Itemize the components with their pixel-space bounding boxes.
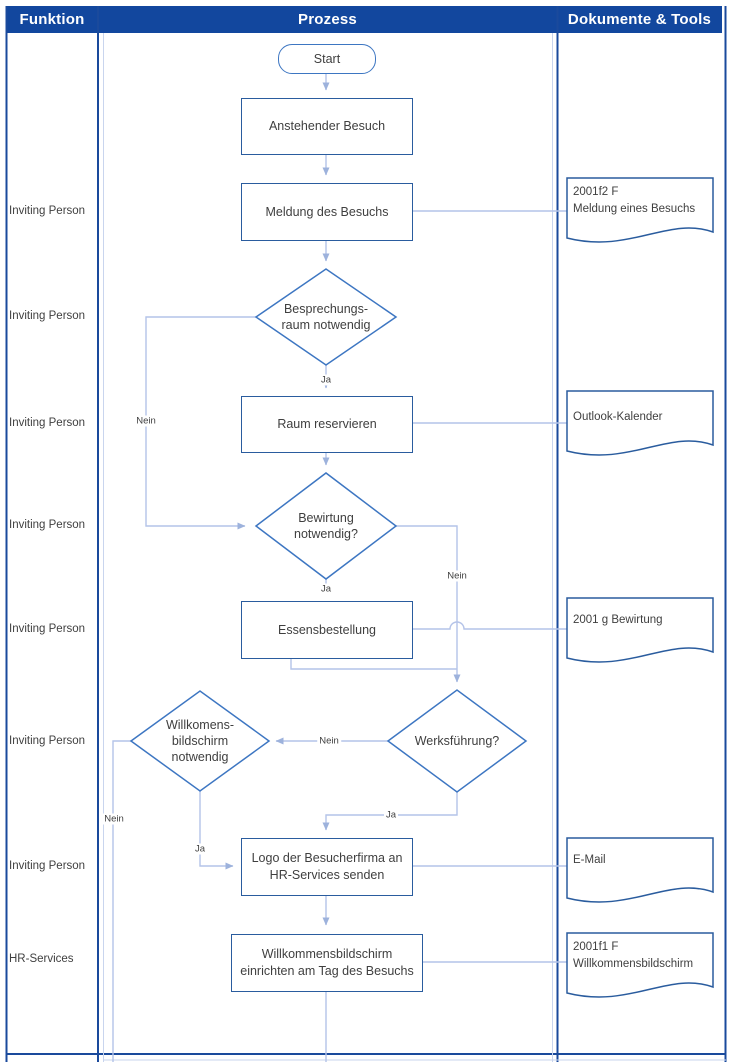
lane-borders [5,6,727,1062]
document-email-shape [566,837,714,903]
edge-label-ja-bewirtung: Ja [318,583,334,595]
edge-label-ja-werksfuehrung: Ja [383,809,399,821]
lane-inner-gridlines [103,33,726,1062]
decision-willkommensbildschirm-shape [129,690,271,792]
lane-label-row4: Inviting Person [9,519,86,531]
step-logo-besucherfirma: Logo der Besucherfirma an HR-Services se… [241,838,413,896]
header-prozess: Prozess [298,11,357,28]
edge-label-nein-besprechungsraum: Nein [134,415,158,427]
conn-s4-to-doc3 [411,621,567,630]
step-anstehender-besuch: Anstehender Besuch [241,98,413,155]
lane-label-row1: Inviting Person [9,205,86,217]
conn-d4-nein-down [112,740,131,1062]
document-email-label: E-Mail [573,854,606,866]
header-dokumente-tools: Dokumente & Tools [567,11,712,28]
conn-s4-merge [290,657,457,670]
document-bewirtung-shape [566,597,714,663]
decision-werksfuehrung-shape [386,689,528,793]
start-node: Start [278,44,376,74]
header-band [6,6,722,33]
edge-label-ja-besprechungsraum: Ja [318,374,334,386]
conn-d2-nein-to-d3 [396,525,461,683]
lane-label-row6: Inviting Person [9,735,86,747]
edge-label-nein-willkommensbildschirm: Nein [102,813,126,825]
edge-label-nein-werksfuehrung: Nein [317,735,341,747]
document-meldung-label: 2001f2 F Meldung eines Besuchs [573,186,696,215]
decision-willkommensbildschirm-label: Willkomens- bildschirm notwendig [165,718,235,764]
decision-besprechungsraum-label: Besprechungs- raum notwendig [281,302,371,332]
step-willkommensbildschirm-einrichten: Willkommensbildschirm einrichten am Tag … [231,934,423,992]
document-outlook-shape [566,390,714,456]
document-bewirtung-label: 2001 g Bewirtung [573,614,663,626]
conn-d4-ja-to-s5 [199,791,234,870]
edge-label-nein-bewirtung: Nein [445,570,469,582]
document-willkommensbildschirm-shape [566,932,714,998]
step-meldung-des-besuchs: Meldung des Besuchs [241,183,413,241]
edge-label-ja-willkommensbildschirm: Ja [192,843,208,855]
decision-bewirtung-label: Bewirtung notwendig? [294,511,358,541]
lane-label-row8: HR-Services [9,953,74,965]
decision-werksfuehrung-label: Werksführung? [414,734,500,748]
lane-label-row2: Inviting Person [9,310,86,322]
decision-bewirtung-shape [254,472,398,580]
decision-besprechungsraum-shape [254,268,398,366]
document-willkommensbildschirm-label: 2001f1 F Willkommensbildschirm [573,941,694,970]
document-meldung-shape [566,177,714,243]
lane-label-row5: Inviting Person [9,623,86,635]
lane-label-row3: Inviting Person [9,417,86,429]
document-outlook-label: Outlook-Kalender [573,411,663,423]
lane-label-row7: Inviting Person [9,860,86,872]
conn-d1-nein-to-d2 [145,316,256,530]
header-funktion: Funktion [19,11,85,28]
step-raum-reservieren: Raum reservieren [241,396,413,453]
step-essensbestellung: Essensbestellung [241,601,413,659]
